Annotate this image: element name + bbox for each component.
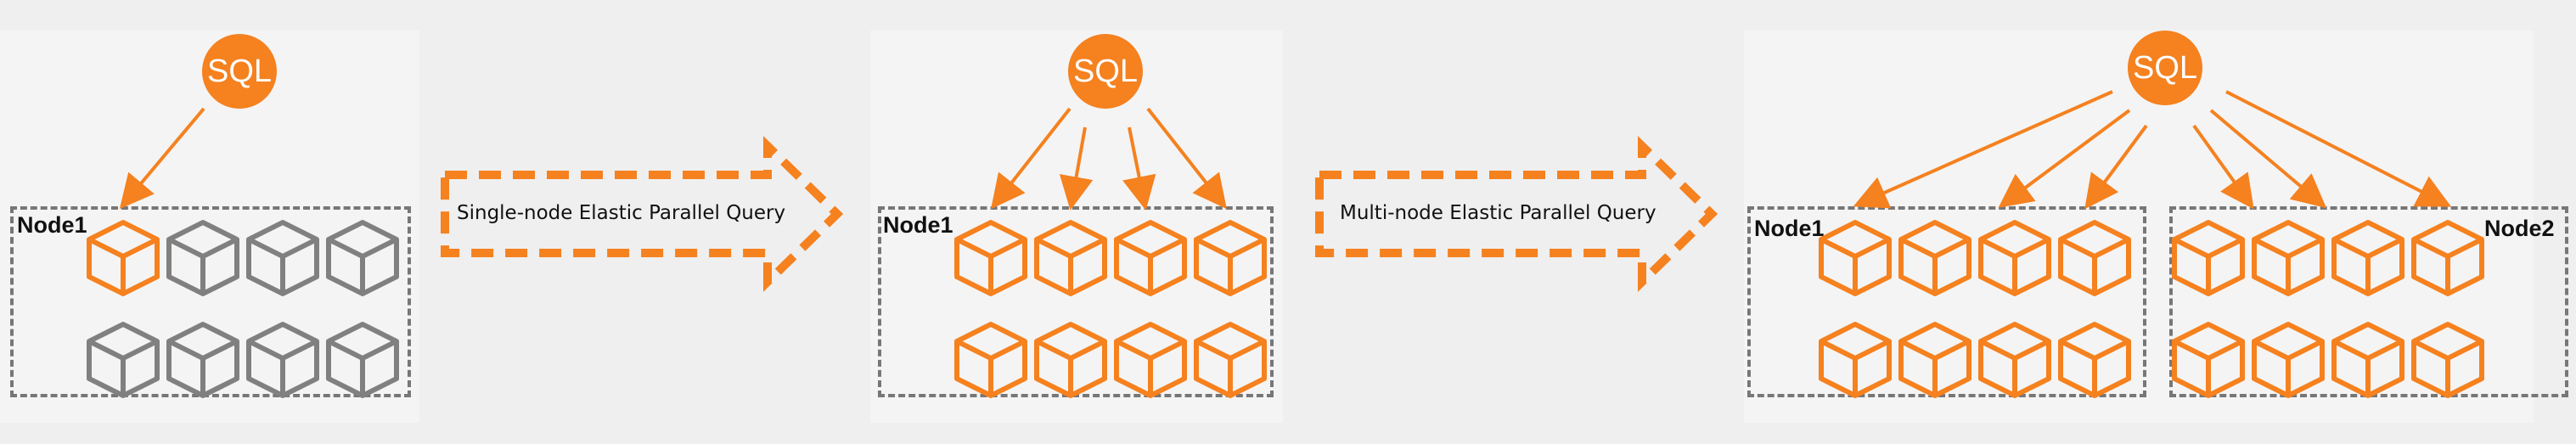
cube-icon <box>2056 321 2133 399</box>
cube-icon <box>2170 321 2247 399</box>
transition-label: Single-node Elastic Parallel Query <box>457 202 786 224</box>
query-arrow <box>119 107 205 210</box>
cube-icon <box>2410 321 2486 399</box>
cube-icon <box>245 219 321 297</box>
node-label: Node1 <box>17 212 87 238</box>
cube-icon <box>85 219 161 297</box>
cube-icon <box>1192 321 1268 399</box>
query-arrow <box>1122 126 1156 211</box>
query-arrow <box>1059 126 1094 211</box>
query-arrow <box>1998 109 2131 208</box>
cube-icon <box>1112 219 1189 297</box>
cube-icon <box>1032 321 1109 399</box>
cube-icon <box>2250 321 2326 399</box>
node-label: Node1 <box>883 212 953 238</box>
cube-icon <box>2250 219 2326 297</box>
query-arrow <box>2084 124 2148 210</box>
cube-icon <box>1032 219 1109 297</box>
query-arrow <box>2225 90 2452 207</box>
transition-arrow <box>1315 136 1718 292</box>
node1-box <box>10 206 411 397</box>
cube-icon <box>324 321 401 399</box>
query-arrow <box>2192 124 2254 210</box>
query-arrow <box>1853 90 2113 209</box>
sql-circle: SQL <box>2128 31 2202 105</box>
cube-icon <box>1897 219 1973 297</box>
cube-icon <box>85 321 161 399</box>
cube-icon <box>2056 219 2133 297</box>
sql-circle: SQL <box>202 34 277 109</box>
transition-label: Multi-node Elastic Parallel Query <box>1340 202 1656 224</box>
cube-icon <box>953 321 1029 399</box>
cube-icon <box>953 219 1029 297</box>
cube-icon <box>1817 321 1893 399</box>
cube-icon <box>1897 321 1973 399</box>
query-arrow <box>1146 107 1227 210</box>
cube-icon <box>2170 219 2247 297</box>
node-label: Node2 <box>2484 216 2555 241</box>
cube-icon <box>324 219 401 297</box>
cube-icon <box>2410 219 2486 297</box>
sql-circle: SQL <box>1068 34 1143 109</box>
cube-icon <box>2330 321 2406 399</box>
cube-icon <box>1977 219 2053 297</box>
cube-icon <box>165 321 241 399</box>
cube-icon <box>1817 219 1893 297</box>
cube-icon <box>1112 321 1189 399</box>
transition-arrow <box>441 136 844 292</box>
cube-icon <box>2330 219 2406 297</box>
cube-icon <box>1192 219 1268 297</box>
cube-icon <box>165 219 241 297</box>
cube-icon <box>245 321 321 399</box>
query-arrow <box>991 107 1071 210</box>
query-arrow <box>2209 109 2327 209</box>
cube-icon <box>1977 321 2053 399</box>
node1-box <box>1747 206 2146 397</box>
node-label: Node1 <box>1754 216 1825 241</box>
